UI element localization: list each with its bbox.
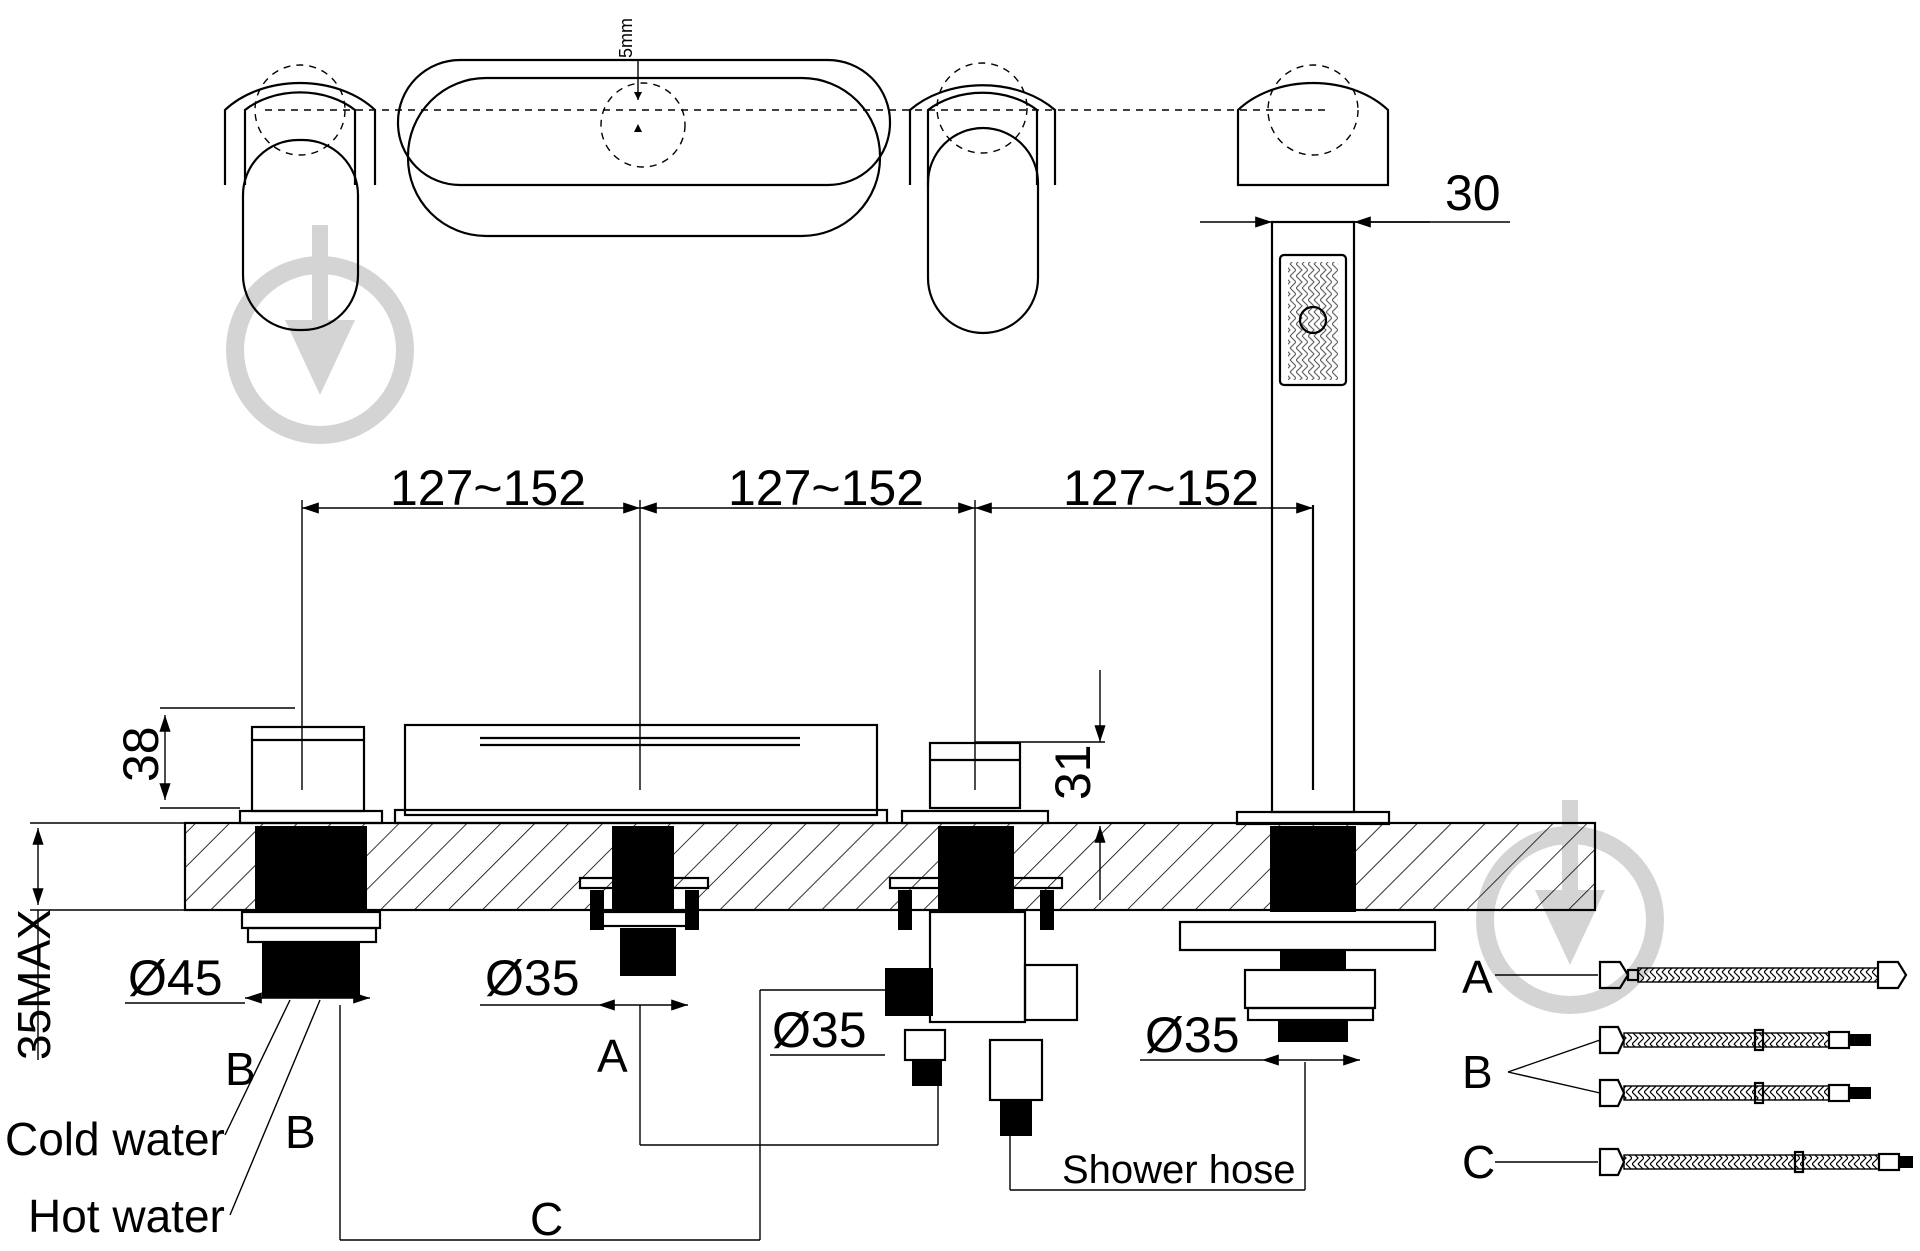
spout-diameter-label: Ø35 — [485, 950, 580, 1006]
a-spout-label: A — [597, 1030, 628, 1082]
handle-height-label: 38 — [113, 726, 169, 782]
hose-b-icon — [1598, 1078, 1871, 1108]
shower-hose-label: Shower hose — [1062, 1148, 1295, 1192]
spout-top: 5mm — [396, 18, 892, 238]
deck-thickness-label: 35MAX — [8, 909, 60, 1060]
spacing-1-label: 127~152 — [390, 460, 586, 516]
b-hot-label: B — [285, 1106, 316, 1158]
deck-section — [183, 821, 1597, 912]
spout-gap-label: 5mm — [616, 18, 636, 58]
top-view: 5mm — [223, 18, 1390, 335]
dim-handshower-width: 30 — [1200, 165, 1510, 228]
hose-a-icon — [1598, 960, 1908, 990]
handshower-width-label: 30 — [1445, 165, 1501, 221]
spacing-2-label: 127~152 — [728, 460, 924, 516]
mixer-diameter-label: Ø45 — [128, 950, 223, 1006]
watermark-icon — [226, 225, 414, 444]
dim-spacing-row: 127~152 127~152 127~152 — [301, 460, 1313, 790]
handshower-base — [1178, 810, 1437, 1042]
c-bottom-label: C — [530, 1193, 563, 1245]
mixer-handle-top — [223, 64, 377, 332]
hose-b-letter: B — [1462, 1046, 1493, 1098]
mixer-body — [238, 725, 384, 998]
hose-legend: A B C — [1462, 951, 1913, 1188]
spout-body — [393, 723, 889, 976]
shower-diameter-label: Ø35 — [1145, 1007, 1240, 1063]
dim-deck-thickness: 35MAX — [8, 822, 185, 1060]
handshower-top — [1236, 64, 1390, 187]
dim-shower-diameter: Ø35 — [1140, 1007, 1360, 1066]
diverter-body — [885, 741, 1079, 1136]
dim-spout-diameter: Ø35 — [480, 950, 688, 1011]
connection-lines — [224, 989, 1306, 1241]
hose-c-letter: C — [1462, 1136, 1495, 1188]
diverter-height-label: 31 — [1045, 744, 1101, 800]
hose-b-icon — [1598, 1025, 1871, 1055]
dim-handle-height: 38 — [113, 707, 295, 809]
spacing-3-label: 127~152 — [1063, 460, 1259, 516]
diverter-handle-top — [908, 62, 1057, 335]
b-cold-label: B — [225, 1043, 256, 1095]
hose-a-letter: A — [1462, 951, 1493, 1003]
dim-diverter-diameter: Ø35 — [770, 1002, 885, 1058]
hose-c-icon — [1598, 1147, 1913, 1177]
handshower — [1270, 220, 1356, 814]
spray-nozzles — [1288, 262, 1338, 380]
cold-water-label: Cold water — [5, 1113, 225, 1165]
hot-water-label: Hot water — [28, 1190, 225, 1242]
diverter-diameter-label: Ø35 — [772, 1002, 867, 1058]
dim-mixer-diameter: Ø45 — [125, 950, 370, 1006]
